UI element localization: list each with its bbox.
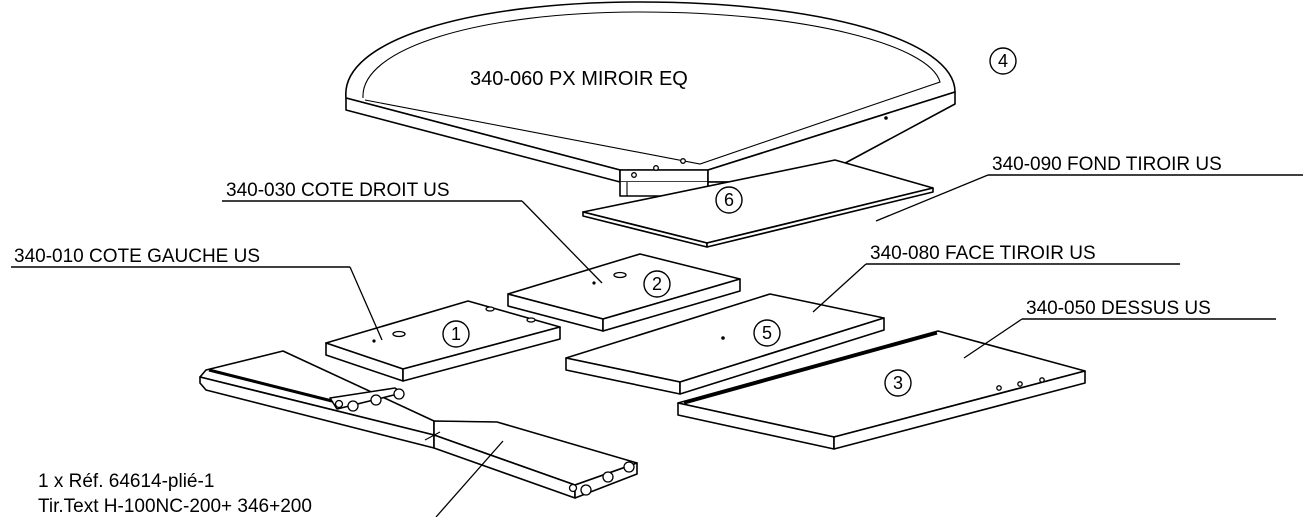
balloon-4-number: 4 — [998, 51, 1008, 71]
part-folded-drawer-sheet — [199, 350, 638, 499]
connector-knobs-lower — [568, 461, 635, 496]
part-miroir-half-round — [345, 1, 956, 197]
connector-knobs-upper — [334, 388, 405, 412]
label-face-tiroir: 340-080 FACE TIROIR US — [870, 243, 1096, 264]
balloon-5: 5 — [753, 319, 781, 347]
label-fond-tiroir: 340-090 FOND TIROIR US — [992, 154, 1222, 175]
label-cote-gauche: 340-010 COTE GAUCHE US — [14, 246, 260, 267]
label-ref-line1: 1 x Réf. 64614-plié-1 — [38, 471, 214, 492]
balloon-2: 2 — [643, 270, 671, 298]
label-cote-droit: 340-030 COTE DROIT US — [226, 180, 450, 201]
balloon-2-number: 2 — [652, 274, 662, 294]
label-miroir: 340-060 PX MIROIR EQ — [470, 68, 688, 90]
part-dessus-panel — [677, 330, 1086, 450]
part-face-tiroir-panel — [565, 293, 885, 395]
balloon-3: 3 — [884, 369, 912, 397]
balloon-4: 4 — [989, 47, 1017, 75]
balloon-1-number: 1 — [451, 324, 461, 344]
balloon-6: 6 — [715, 186, 743, 214]
label-ref-line2: Tir.Text H-100NC-200+ 346+200 — [38, 496, 312, 517]
label-dessus: 340-050 DESSUS US — [1026, 298, 1211, 319]
leader-lines — [11, 174, 1303, 517]
part-cote-gauche-panel — [325, 300, 561, 382]
balloon-6-number: 6 — [724, 190, 734, 210]
part-fond-tiroir-panel — [582, 159, 934, 248]
balloon-5-number: 5 — [762, 323, 772, 343]
balloon-1: 1 — [442, 320, 470, 348]
balloon-3-number: 3 — [893, 373, 903, 393]
part-cote-droit-panel — [507, 253, 741, 332]
